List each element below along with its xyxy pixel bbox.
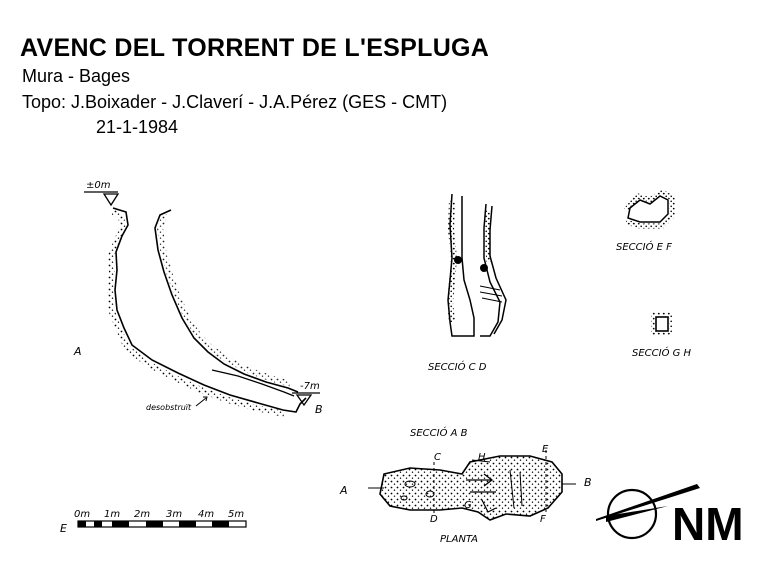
section-gh-label: SECCIÓ G H (632, 346, 692, 359)
section-cd: SECCIÓ C D (428, 193, 507, 373)
scale-tick-0: 0m (74, 509, 90, 520)
profile-label-a: A (73, 345, 82, 358)
scale-tick-3: 3m (166, 509, 182, 520)
scale-label: E (60, 522, 67, 535)
profile-entrance-depth: ±0m (86, 180, 111, 191)
section-ef-label: SECCIÓ E F (616, 240, 672, 253)
plan-label-c: C (434, 452, 441, 463)
section-gh-outline (655, 316, 669, 332)
survey-date: 21-1-1984 (96, 117, 179, 137)
section-ab-label: SECCIÓ A B (410, 426, 468, 439)
north-arrow: NM (596, 484, 744, 550)
north-needle-icon (596, 484, 700, 521)
profile-label-b: B (315, 403, 323, 416)
plan-caption: PLANTA (440, 534, 478, 545)
plan-view: SECCIÓ A B A B C D E F G H PLANTA (339, 426, 592, 545)
plan-label-a: A (339, 484, 348, 497)
scale-tick-4: 4m (198, 509, 214, 520)
profile-note-desobstruit: desobstruït (146, 403, 192, 412)
plan-label-g: G (464, 500, 472, 511)
section-ef-outline (627, 195, 669, 223)
section-cd-right-passage (480, 203, 501, 337)
profile-right-wall (154, 209, 299, 393)
profile-section: ±0m -7m A B desobstruït (73, 180, 323, 417)
datum-triangle-top (102, 193, 120, 207)
section-gh: SECCIÓ G H (632, 312, 692, 359)
plan-outline (379, 455, 563, 521)
plan-label-b: B (584, 476, 592, 489)
plan-label-h: H (478, 452, 486, 463)
survey-title: AVENC DEL TORRENT DE L'ESPLUGA (20, 34, 490, 62)
plan-label-e: E (542, 444, 549, 455)
scale-tick-1: 1m (104, 509, 120, 520)
plan-label-d: D (430, 514, 438, 525)
section-ef: SECCIÓ E F (616, 189, 675, 253)
datum-triangle-bottom (295, 394, 313, 407)
topo-credits: Topo: J.Boixader - J.Claverí - J.A.Pérez… (22, 92, 448, 112)
north-label: NM (672, 498, 744, 550)
location-line: Mura - Bages (22, 66, 131, 86)
plan-label-f: F (540, 514, 546, 525)
profile-bottom-depth: -7m (300, 381, 320, 392)
scale-bar: E 0m 1m 2m 3m 4m 5m (60, 509, 247, 535)
section-cd-label: SECCIÓ C D (428, 360, 487, 373)
north-compass-circle (606, 488, 658, 540)
scale-tick-5: 5m (228, 509, 244, 520)
scale-tick-2: 2m (134, 509, 150, 520)
